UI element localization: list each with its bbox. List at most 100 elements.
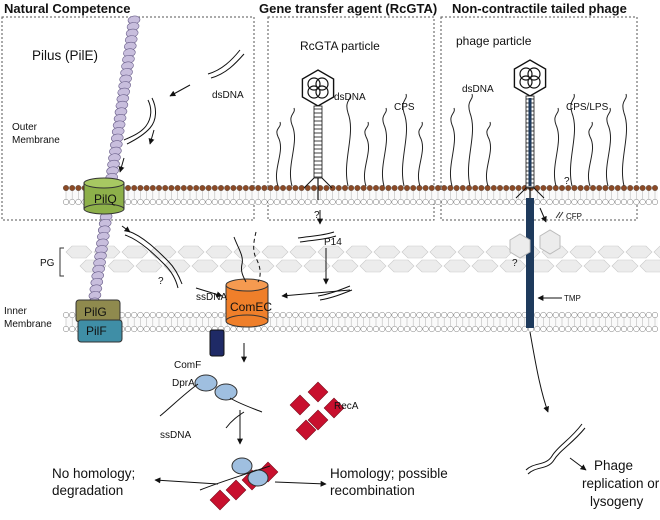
lipid-head	[323, 312, 330, 319]
reca-monomer	[323, 397, 345, 419]
lipid-head	[453, 312, 460, 319]
inner-membrane-label-1: Inner	[4, 306, 27, 317]
tmp-protein	[526, 198, 534, 328]
lipid-head	[577, 184, 584, 191]
lipid-head	[497, 184, 504, 191]
lipid-head	[155, 184, 162, 191]
lipid-head	[162, 326, 169, 333]
lipid-head	[410, 312, 417, 319]
cps-strand	[418, 121, 424, 187]
lipid-head	[472, 312, 479, 319]
lipid-head	[614, 184, 621, 191]
lipid-head	[422, 184, 429, 191]
lipid-head	[472, 198, 479, 205]
lipid-head	[435, 326, 442, 333]
lipid-head	[248, 198, 255, 205]
pg-hexagon	[457, 245, 485, 259]
ssdna-bottom-label: ssDNA	[160, 430, 191, 441]
lipid-head	[63, 326, 70, 333]
gta-panel	[267, 16, 435, 221]
cps-strand	[606, 107, 612, 187]
lipid-head	[453, 198, 460, 205]
pilq-label: PilQ	[94, 192, 117, 206]
lipid-head	[348, 326, 355, 333]
lipid-head	[199, 184, 206, 191]
lipid-head	[155, 326, 162, 333]
lipid-head	[137, 184, 144, 191]
lipid-head	[639, 326, 646, 333]
homology-label-2: recombination	[330, 483, 415, 498]
lipid-head	[639, 312, 646, 319]
lipid-head	[131, 184, 138, 191]
lipid-head	[435, 198, 442, 205]
lipid-head	[379, 326, 386, 333]
lipid-head	[633, 198, 640, 205]
lipid-head	[267, 184, 274, 191]
lipid-head	[614, 326, 621, 333]
cps-strand	[450, 107, 456, 187]
pg-hexagon	[163, 259, 191, 273]
lipid-head	[472, 326, 479, 333]
lipid-head	[435, 184, 442, 191]
lipid-head	[515, 326, 522, 333]
dpra-protein	[214, 383, 238, 401]
lipid-head	[546, 312, 553, 319]
lipid-head	[348, 312, 355, 319]
lipid-head	[342, 312, 349, 319]
lipid-head	[608, 198, 615, 205]
lipid-head	[174, 184, 181, 191]
lipid-head	[639, 198, 646, 205]
lipid-head	[621, 326, 628, 333]
lipid-head	[149, 312, 156, 319]
dpra-label: DprA	[172, 378, 195, 389]
lipid-head	[131, 326, 138, 333]
cps-lps-label: CPS/LPS	[566, 102, 609, 113]
cps-strand	[382, 107, 388, 187]
pg-hexagon	[443, 259, 471, 273]
lipid-head	[354, 198, 361, 205]
lipid-head	[366, 184, 373, 191]
pg-hexagon	[261, 245, 289, 259]
reca-monomer	[307, 381, 329, 403]
question-gta-label: ?	[314, 210, 320, 221]
homology-label-1: Homology; possible	[330, 466, 448, 481]
reca-proteins	[289, 381, 345, 441]
lipid-head	[614, 198, 621, 205]
lipid-head	[360, 326, 367, 333]
lipid-head	[373, 198, 380, 205]
packaged-dsdna	[315, 85, 329, 99]
pilf-protein	[77, 319, 123, 343]
lipid-head	[317, 198, 324, 205]
lipid-head	[323, 198, 330, 205]
lipid-head	[540, 184, 547, 191]
lipid-head	[565, 312, 572, 319]
lipid-head	[509, 198, 516, 205]
lipid-head	[180, 312, 187, 319]
packaged-dsdna	[527, 75, 541, 89]
pg-hexagon	[401, 245, 429, 259]
lipid-head	[75, 184, 82, 191]
cps-strand	[364, 121, 370, 187]
peptidoglycan-layer	[65, 245, 660, 273]
lipid-head	[534, 312, 541, 319]
lipid-head	[199, 198, 206, 205]
pg-bracket	[59, 247, 64, 277]
lipid-head	[273, 312, 280, 319]
lipid-head	[211, 184, 218, 191]
lipid-head	[459, 312, 466, 319]
lipid-head	[168, 198, 175, 205]
lipid-head	[360, 184, 367, 191]
lipid-head	[546, 184, 553, 191]
lipid-head	[404, 326, 411, 333]
pg-hexagon	[373, 245, 401, 259]
reca-label: RecA	[334, 401, 359, 412]
cps-strand	[468, 93, 474, 187]
outer-membrane-label-1: Outer	[12, 122, 38, 133]
lipid-head	[342, 184, 349, 191]
lipid-head	[298, 198, 305, 205]
lipid-head	[143, 326, 150, 333]
lipid-head	[124, 184, 131, 191]
lipid-head	[311, 326, 318, 333]
lipid-head	[590, 184, 597, 191]
lipid-head	[342, 326, 349, 333]
